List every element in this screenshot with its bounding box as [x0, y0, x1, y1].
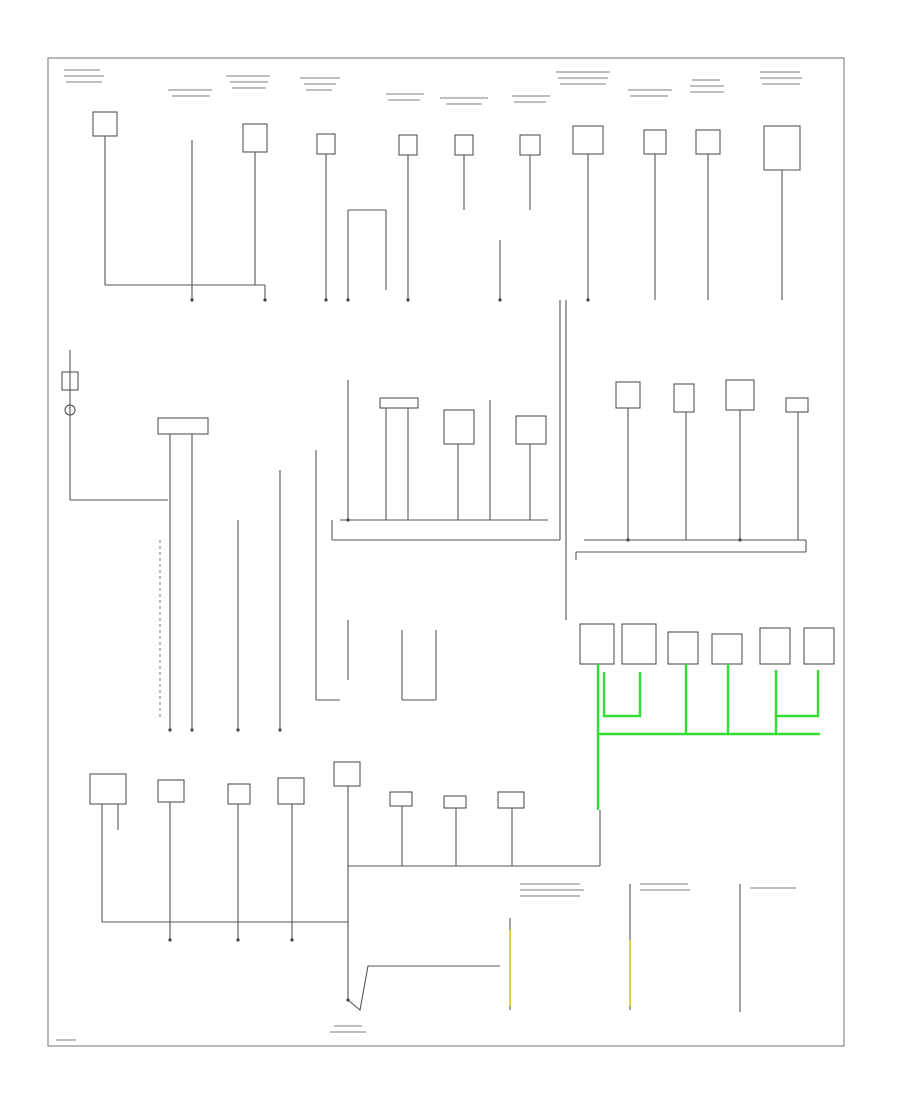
- component-box: [803, 627, 835, 665]
- component-box: [711, 633, 743, 665]
- middle-left-section: [61, 350, 340, 730]
- diagram-frame: [47, 57, 845, 1047]
- component-box: [725, 379, 755, 411]
- component-box: [242, 123, 268, 153]
- component-box: [572, 125, 604, 155]
- middle-center-section: [331, 300, 561, 541]
- component-box: [643, 129, 667, 155]
- component-box: [333, 761, 361, 787]
- component-box: [497, 791, 525, 809]
- component-box: [227, 783, 251, 805]
- component-box: [615, 381, 641, 409]
- component-box: [673, 383, 695, 413]
- component-box: [157, 779, 185, 803]
- component-box: [443, 795, 467, 809]
- center-lower-section: [347, 620, 437, 701]
- highlighted-ground-circuit: [596, 664, 820, 810]
- component-box: [92, 111, 118, 137]
- component-box: [316, 133, 336, 155]
- component-box: [443, 409, 475, 445]
- bottom-wires: [101, 786, 601, 1012]
- component-box: [157, 417, 209, 435]
- component-box: [277, 777, 305, 805]
- component-box: [398, 134, 418, 156]
- component-box: [389, 791, 413, 807]
- component-box: [454, 134, 474, 156]
- right-lower-section: [565, 360, 835, 665]
- component-box: [763, 125, 801, 171]
- top-row-labels: [64, 69, 802, 105]
- component-box: [379, 397, 419, 409]
- top-wires: [104, 136, 800, 360]
- bottom-row-components: [89, 761, 525, 809]
- component-box: [515, 415, 547, 445]
- component-box: [695, 129, 721, 155]
- component-box: [785, 397, 809, 413]
- component-box: [519, 134, 541, 156]
- top-row-components: [92, 111, 801, 171]
- component-box: [621, 623, 657, 665]
- component-box: [759, 627, 791, 665]
- bottom-ground-label: [56, 1025, 366, 1041]
- component-box: [667, 631, 699, 665]
- component-box: [579, 623, 615, 665]
- component-box: [89, 773, 127, 805]
- middle-right-section: [575, 379, 809, 560]
- splice-dots: [168, 298, 742, 1002]
- bottom-right-components: [509, 883, 796, 1012]
